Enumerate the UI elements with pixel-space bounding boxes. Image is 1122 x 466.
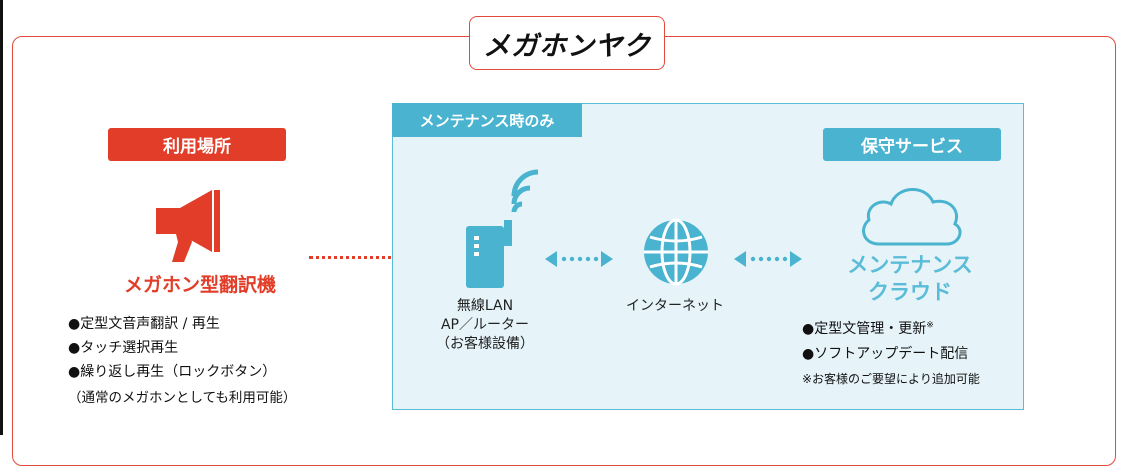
service-feature-template-management: ●定型文管理・更新※ — [802, 318, 934, 338]
maintenance-only-tab: メンテナンス時のみ — [392, 103, 582, 137]
wifi-router-icon — [466, 169, 539, 288]
megaphone-icon — [156, 190, 220, 262]
title-box: メガホンヤク — [469, 16, 665, 70]
maintenance-cloud-label: メンテナンス クラウド — [820, 252, 1000, 306]
service-feature-1-text: ●定型文管理・更新 — [802, 321, 927, 337]
double-arrow-icon — [545, 251, 613, 267]
dotted-connector — [309, 256, 435, 259]
usage-place-badge: 利用場所 — [108, 128, 286, 161]
router-label: 無線LAN AP／ルーター （お客様設備） — [430, 297, 540, 354]
globe-icon — [644, 218, 708, 286]
device-name: メガホン型翻訳機 — [123, 274, 276, 296]
router-label-line1: 無線LAN — [456, 298, 514, 314]
product-logo: メガホンヤク — [483, 30, 651, 62]
cloud-label-line1: メンテナンス — [847, 253, 973, 277]
left-edge-bar — [0, 0, 3, 435]
maintenance-service-badge: 保守サービス — [823, 128, 1001, 161]
megaphone-note: （通常のメガホンとしても利用可能） — [68, 390, 297, 406]
service-feature-1-mark: ※ — [926, 320, 934, 331]
internet-label: インターネット — [626, 298, 724, 314]
feature-voice-translate: ●定型文音声翻訳 / 再生 — [68, 316, 220, 332]
router-label-line3: （お客様設備） — [436, 336, 534, 352]
cloud-icon — [862, 188, 962, 246]
cloud-label-line2: クラウド — [868, 280, 952, 304]
double-arrow-icon — [734, 251, 802, 267]
feature-touch-select: ●タッチ選択再生 — [68, 340, 179, 356]
feature-repeat-play: ●繰り返し再生（ロックボタン） — [68, 364, 277, 380]
service-note: ※お客様のご要望により追加可能 — [802, 372, 980, 386]
router-label-line2: AP／ルーター — [440, 317, 530, 333]
service-feature-software-update: ●ソフトアップデート配信 — [802, 346, 969, 362]
